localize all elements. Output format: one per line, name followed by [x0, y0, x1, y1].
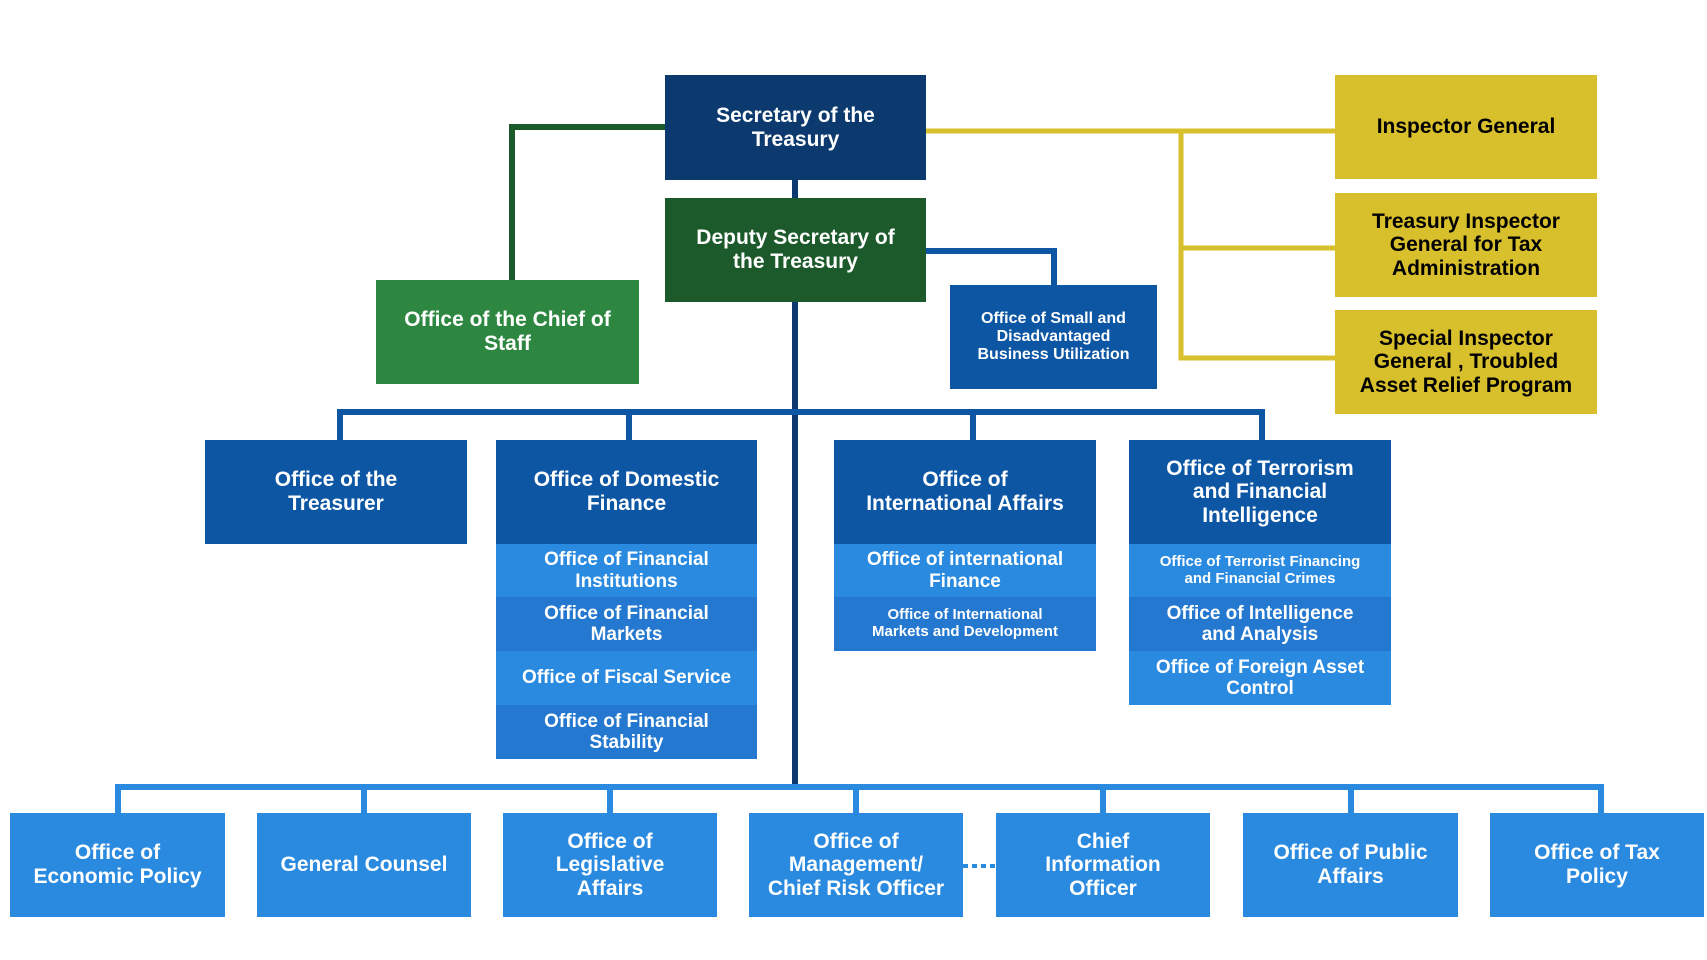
legislative-affairs-box: Office of Legislative Affairs	[503, 813, 717, 917]
treasurer-label: Office of the Treasurer	[274, 468, 398, 515]
international-affairs-label: Office of International Affairs	[866, 468, 1064, 515]
management-label: Office of Management/ Chief Risk Officer	[767, 829, 945, 900]
sigtarp-box: Special Inspector General , Troubled Ass…	[1335, 310, 1597, 414]
domestic-sub-4-label: Office of Financial Stability	[544, 710, 709, 753]
domestic-finance-box: Office of Domestic Finance	[496, 440, 757, 544]
international-sub-1: Office of international Finance	[834, 544, 1096, 597]
deputy-secretary-box: Deputy Secretary of the Treasury	[665, 198, 926, 302]
connector-middle-bus	[337, 409, 1265, 440]
inspector-general-box: Inspector General	[1335, 75, 1597, 179]
domestic-sub-2-label: Office of Financial Markets	[544, 602, 709, 645]
tax-policy-box: Office of Tax Policy	[1490, 813, 1704, 917]
domestic-sub-2: Office of Financial Markets	[496, 597, 757, 651]
chief-of-staff-label: Office of the Chief of Staff	[404, 308, 611, 355]
connector-deputy-small-business	[926, 248, 1057, 285]
treasurer-box: Office of the Treasurer	[205, 440, 467, 544]
public-affairs-label: Office of Public Affairs	[1273, 841, 1428, 888]
terrorism-sub-3-label: Office of Foreign Asset Control	[1155, 656, 1365, 699]
connector-inspector-trunk	[1178, 131, 1335, 361]
international-sub-1-label: Office of international Finance	[866, 549, 1064, 592]
connector-secretary-chief-of-staff	[509, 124, 665, 280]
economic-policy-label: Office of Economic Policy	[33, 841, 202, 888]
tigta-box: Treasury Inspector General for Tax Admin…	[1335, 193, 1597, 297]
domestic-finance-label: Office of Domestic Finance	[533, 468, 720, 515]
management-box: Office of Management/ Chief Risk Officer	[749, 813, 963, 917]
connector-bottom-bus	[115, 784, 1604, 813]
small-business-box: Office of Small and Disadvantaged Busine…	[950, 285, 1157, 389]
secretary-label: Secretary of the Treasury	[716, 103, 875, 151]
secretary-box: Secretary of the Treasury	[665, 75, 926, 180]
sigtarp-label: Special Inspector General , Troubled Ass…	[1359, 326, 1573, 397]
terrorism-box: Office of Terrorism and Financial Intell…	[1129, 440, 1391, 544]
deputy-secretary-label: Deputy Secretary of the Treasury	[696, 226, 895, 273]
international-sub-2-label: Office of International Markets and Deve…	[872, 606, 1058, 640]
cio-box: Chief Information Officer	[996, 813, 1210, 917]
international-sub-2: Office of International Markets and Deve…	[834, 597, 1096, 651]
legislative-affairs-label: Office of Legislative Affairs	[555, 829, 665, 900]
domestic-sub-3: Office of Fiscal Service	[496, 651, 757, 705]
terrorism-sub-3: Office of Foreign Asset Control	[1129, 651, 1391, 705]
cio-label: Chief Information Officer	[1045, 829, 1161, 900]
general-counsel-label: General Counsel	[280, 853, 448, 877]
domestic-sub-3-label: Office of Fiscal Service	[521, 667, 732, 689]
inspector-general-label: Inspector General	[1376, 115, 1556, 139]
economic-policy-box: Office of Economic Policy	[10, 813, 225, 917]
chief-of-staff-box: Office of the Chief of Staff	[376, 280, 639, 384]
general-counsel-box: General Counsel	[257, 813, 471, 917]
terrorism-sub-1: Office of Terrorist Financing and Financ…	[1129, 544, 1391, 597]
tax-policy-label: Office of Tax Policy	[1534, 841, 1660, 888]
terrorism-sub-1-label: Office of Terrorist Financing and Financ…	[1159, 552, 1361, 587]
terrorism-sub-2-label: Office of Intelligence and Analysis	[1166, 602, 1354, 645]
public-affairs-box: Office of Public Affairs	[1243, 813, 1458, 917]
domestic-sub-4: Office of Financial Stability	[496, 705, 757, 759]
tigta-label: Treasury Inspector General for Tax Admin…	[1372, 209, 1560, 280]
domestic-sub-1-label: Office of Financial Institutions	[544, 549, 709, 592]
domestic-sub-1: Office of Financial Institutions	[496, 544, 757, 597]
terrorism-label: Office of Terrorism and Financial Intell…	[1166, 456, 1354, 527]
terrorism-sub-2: Office of Intelligence and Analysis	[1129, 597, 1391, 651]
international-affairs-box: Office of International Affairs	[834, 440, 1096, 544]
small-business-label: Office of Small and Disadvantaged Busine…	[977, 310, 1130, 363]
